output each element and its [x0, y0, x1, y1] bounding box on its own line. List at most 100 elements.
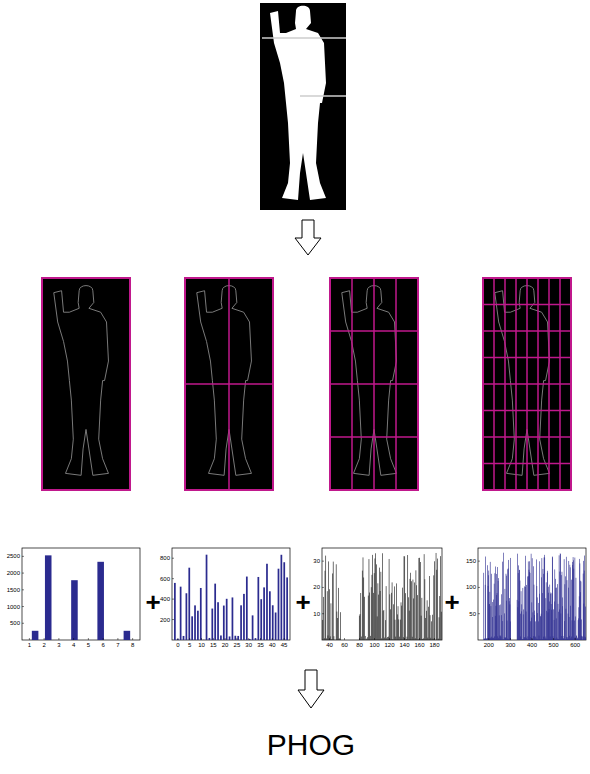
plus-sign: +	[444, 589, 459, 615]
histogram-bar	[509, 558, 511, 640]
panel-border	[42, 278, 130, 490]
histogram-bar	[503, 553, 505, 640]
histogram-bar	[557, 604, 559, 640]
histogram-bar	[255, 638, 257, 640]
histogram-bar	[522, 588, 524, 640]
histogram-bar	[232, 597, 234, 640]
tick-mark	[434, 638, 435, 640]
histogram-bar	[547, 571, 549, 640]
histogram-bar	[535, 621, 537, 640]
histogram-bar	[437, 559, 439, 640]
y-tick-label: 2000	[7, 570, 20, 576]
x-tick-label: 6	[101, 642, 104, 648]
histogram-bar	[338, 588, 340, 640]
histogram-bar	[363, 577, 365, 640]
histogram-bar	[483, 573, 485, 640]
edge-contour	[54, 286, 109, 476]
histogram-bar	[429, 615, 431, 640]
histogram-bar	[362, 557, 364, 640]
x-tick-label: 0	[176, 642, 179, 648]
y-tick-label: 1500	[7, 587, 20, 593]
y-tick-label: 20	[313, 584, 320, 590]
histogram-bar	[334, 639, 336, 640]
histogram-bar	[539, 561, 541, 640]
tick-mark	[374, 638, 375, 640]
y-tick-label: 400	[160, 596, 170, 602]
down-arrow	[298, 670, 324, 708]
histogram-bar	[556, 584, 558, 640]
histogram-bar	[565, 557, 567, 640]
histogram-bar	[541, 558, 543, 640]
y-tick-label: 800	[160, 555, 170, 561]
x-tick-label: 2	[42, 642, 45, 648]
histogram-bar	[581, 637, 583, 640]
tick-mark	[172, 599, 174, 600]
silhouette	[270, 6, 326, 200]
histogram-bar	[391, 582, 393, 640]
histogram-bar	[209, 638, 211, 640]
panel-ground	[42, 278, 130, 490]
histogram-bar	[275, 613, 277, 640]
tick-mark	[272, 638, 273, 640]
histogram-bar	[183, 636, 185, 640]
y-tick-label: 150	[466, 558, 476, 564]
edge-contour	[495, 286, 550, 476]
histogram-charts	[22, 548, 586, 640]
histogram-bar	[177, 639, 179, 640]
histogram-bar	[364, 636, 366, 640]
histogram-bar	[529, 572, 531, 640]
y-tick-label: 200	[160, 617, 170, 623]
x-tick-label: 300	[505, 642, 515, 648]
panel-border	[330, 278, 418, 490]
tick-mark	[103, 638, 104, 640]
histogram-bar	[188, 568, 190, 640]
histogram-bar	[490, 574, 492, 640]
histogram-bar	[421, 598, 423, 640]
histogram-bar	[414, 582, 416, 640]
histogram-bar	[579, 563, 581, 640]
histogram-bar	[278, 569, 280, 640]
histogram-bar	[234, 636, 236, 640]
histogram-bar	[536, 597, 538, 640]
histogram-bar	[243, 594, 245, 640]
histogram-bar	[570, 580, 572, 640]
tick-mark	[553, 638, 554, 640]
histogram-bar	[368, 559, 370, 640]
histogram-bar	[372, 555, 374, 640]
histogram-bar	[408, 597, 410, 640]
panel-border	[483, 278, 571, 490]
histogram-bar	[576, 636, 578, 640]
histogram-bar	[531, 558, 533, 640]
x-tick-label: 5	[188, 642, 191, 648]
grid-line	[548, 278, 550, 490]
histogram-bar	[419, 558, 421, 640]
histogram-bar	[485, 639, 487, 641]
tick-mark	[201, 638, 202, 640]
x-tick-label: 600	[570, 642, 580, 648]
x-tick-label: 140	[399, 642, 409, 648]
histogram-bar	[440, 612, 442, 640]
histogram-bar	[548, 587, 550, 640]
tick-mark	[29, 638, 30, 640]
grid-line	[483, 383, 571, 385]
tick-mark	[532, 638, 533, 640]
histogram-bar	[380, 572, 382, 640]
histogram-bar	[191, 616, 193, 640]
histogram-bar	[579, 559, 581, 640]
histogram-bar	[499, 605, 501, 640]
chart-frame	[322, 548, 442, 640]
tick-mark	[132, 638, 133, 640]
histogram-bar	[382, 553, 384, 640]
histogram-bar	[510, 621, 512, 640]
histogram-bar	[572, 557, 574, 640]
histogram-bar	[544, 557, 546, 640]
histogram-bar	[220, 635, 222, 640]
histogram-bar	[566, 580, 568, 640]
histogram-bar	[435, 553, 437, 640]
histogram-bar	[203, 639, 205, 640]
tick-mark	[389, 638, 390, 640]
x-tick-label: 10	[198, 642, 205, 648]
tick-mark	[22, 623, 24, 624]
histogram-bar	[548, 593, 550, 640]
histogram-bar	[281, 555, 283, 640]
